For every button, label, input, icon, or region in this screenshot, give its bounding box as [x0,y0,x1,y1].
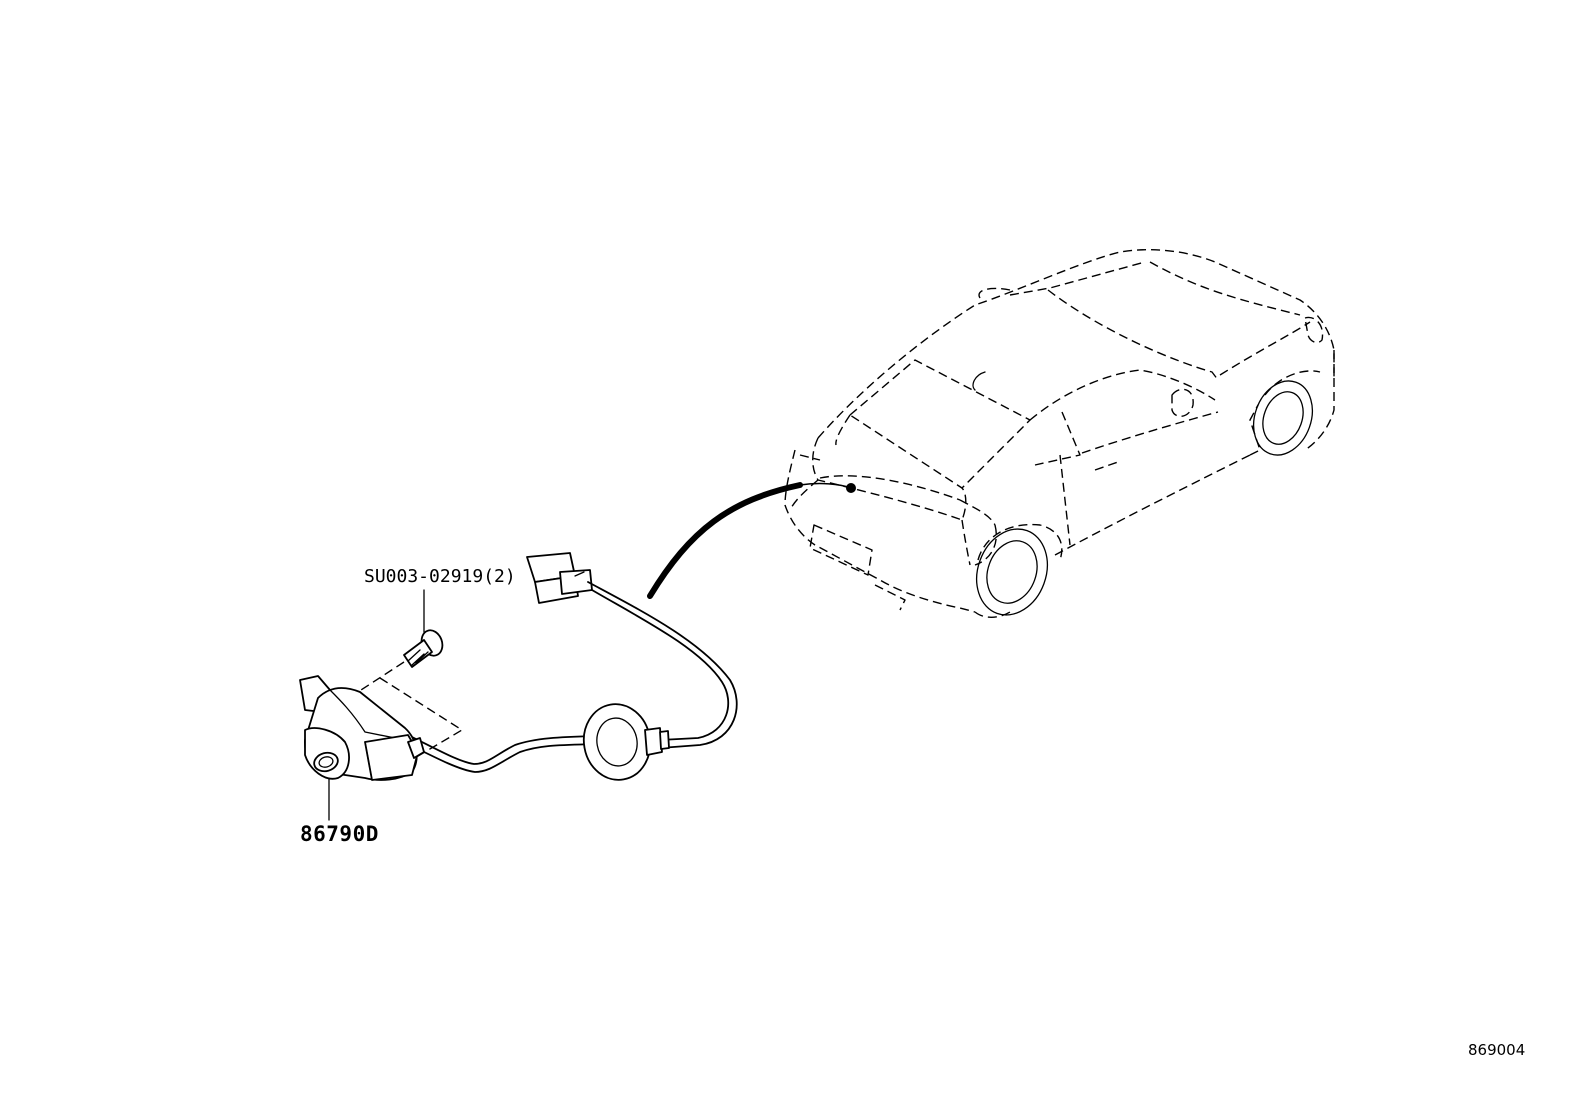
callout-leader-curve [647,482,852,599]
bolt-part-number-label[interactable]: SU003-02919(2) [364,566,516,587]
vehicle-outline-icon [784,248,1335,618]
bolt-icon [403,589,444,668]
rear-view-camera-icon [299,675,425,781]
figure-number-label: 869004 [1468,1041,1526,1059]
harness-cable [409,581,738,773]
connector-icon [526,552,593,604]
grommet-icon [582,703,670,781]
camera-part-number-label[interactable]: 86790D [300,822,379,846]
